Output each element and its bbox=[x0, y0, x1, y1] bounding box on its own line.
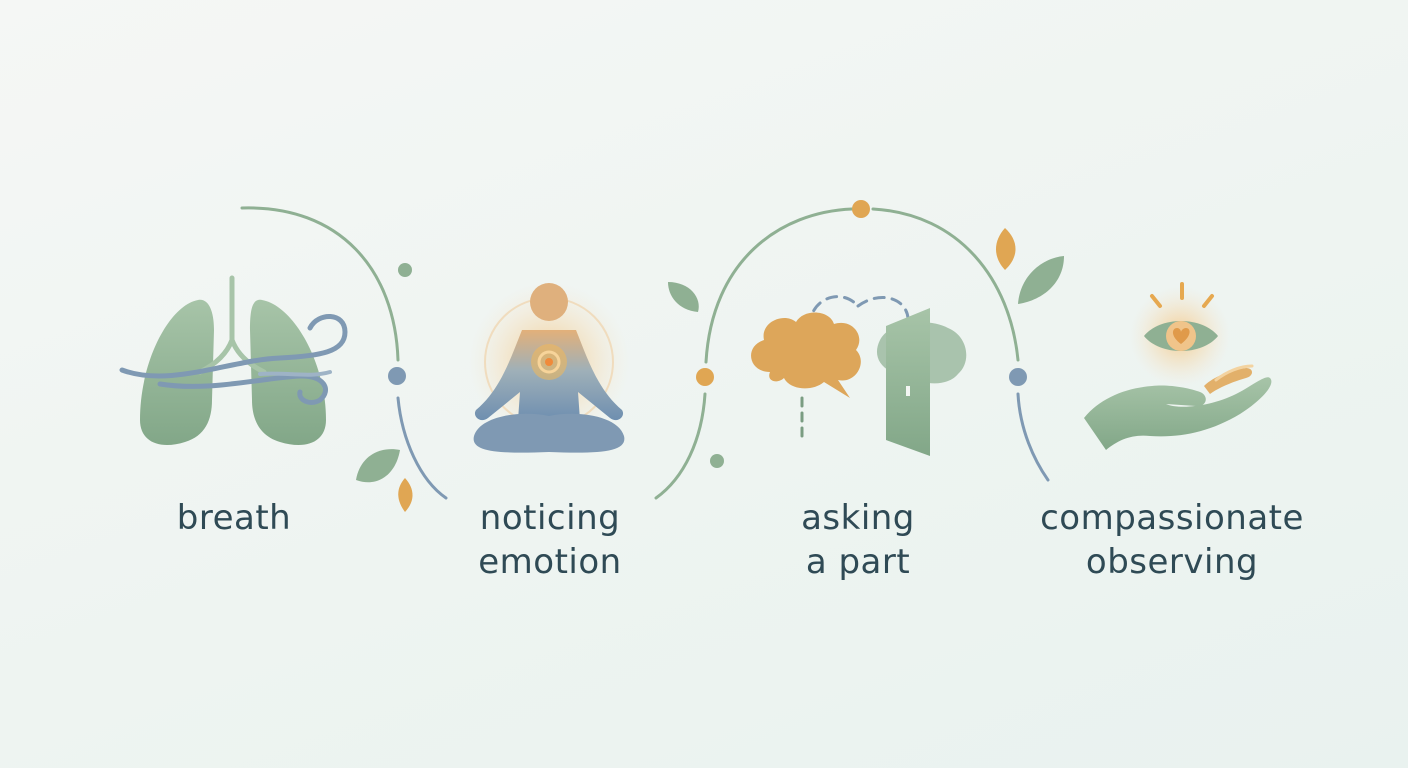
step-label-breath: breath bbox=[64, 496, 404, 540]
step-label-asking-a-part: asking a part bbox=[688, 496, 1028, 584]
connector-node bbox=[696, 368, 714, 386]
leaf-icon bbox=[1018, 256, 1064, 304]
step-label-noticing-emotion: noticing emotion bbox=[380, 496, 720, 584]
eye-on-hand-icon bbox=[1084, 282, 1272, 450]
step-label-line-2: observing bbox=[1085, 542, 1259, 582]
connector-dot bbox=[710, 454, 724, 468]
speech-door-icon bbox=[751, 295, 967, 456]
meditating-figure-icon bbox=[469, 282, 629, 453]
step-label-line-1: compassionate bbox=[1040, 498, 1304, 538]
leaf-icon bbox=[995, 228, 1016, 270]
step-label-line-1: breath bbox=[176, 498, 292, 538]
leaf-icon bbox=[356, 449, 400, 483]
leaf-icon bbox=[398, 478, 413, 512]
step-label-compassionate-observing: compassionate observing bbox=[1002, 496, 1342, 584]
step-label-line-2: emotion bbox=[478, 542, 622, 582]
connector-dot bbox=[398, 263, 412, 277]
leaf-icon bbox=[668, 282, 699, 312]
step-label-line-2: a part bbox=[805, 542, 911, 582]
lungs-icon bbox=[119, 275, 348, 446]
connector-2 bbox=[654, 200, 1064, 500]
connector-1 bbox=[240, 206, 448, 512]
connector-node bbox=[388, 367, 406, 385]
connector-node bbox=[1009, 368, 1027, 386]
connector-node bbox=[852, 200, 870, 218]
step-label-line-1: noticing bbox=[479, 498, 621, 538]
step-label-line-1: asking bbox=[801, 498, 915, 538]
